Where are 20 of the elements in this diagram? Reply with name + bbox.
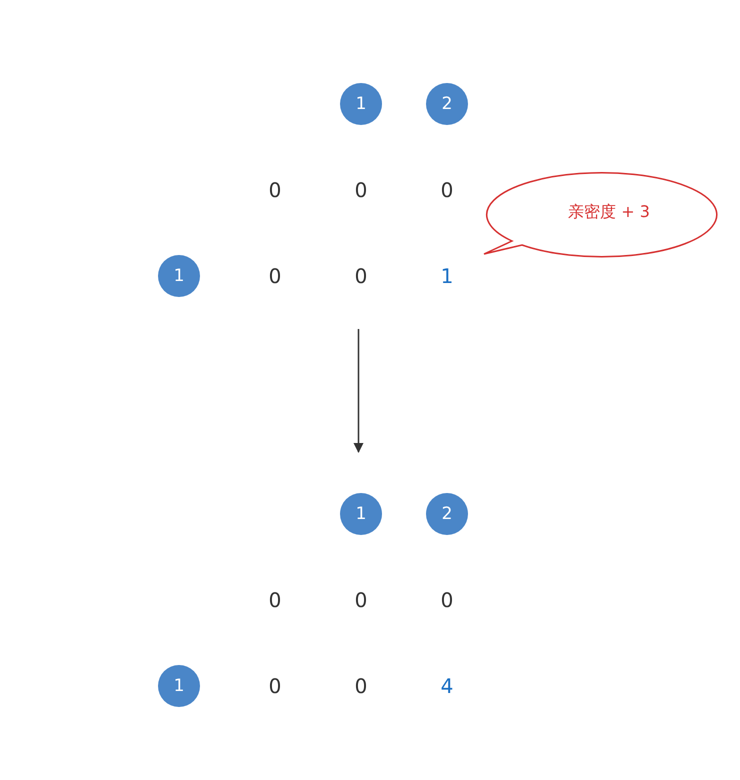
- cell-value: 0: [268, 264, 282, 288]
- cell-value: 4: [440, 674, 454, 698]
- number-circle: 2: [426, 83, 468, 125]
- number-circle: 1: [158, 255, 200, 297]
- cell-value: 0: [354, 588, 368, 612]
- cell-value: 0: [268, 178, 282, 202]
- cell-value: 0: [268, 588, 282, 612]
- number-circle: 1: [340, 83, 382, 125]
- cell-value: 0: [354, 178, 368, 202]
- cell-value: 0: [354, 674, 368, 698]
- number-circle: 1: [158, 665, 200, 707]
- speech-bubble: [482, 169, 716, 257]
- number-circle: 2: [426, 493, 468, 535]
- cell-value: 0: [440, 178, 454, 202]
- cell-value: 1: [440, 264, 454, 288]
- cell-value: 0: [440, 588, 454, 612]
- bubble-text: 亲密度 + 3: [567, 200, 651, 222]
- cell-value: 0: [268, 674, 282, 698]
- number-circle: 1: [340, 493, 382, 535]
- cell-value: 0: [354, 264, 368, 288]
